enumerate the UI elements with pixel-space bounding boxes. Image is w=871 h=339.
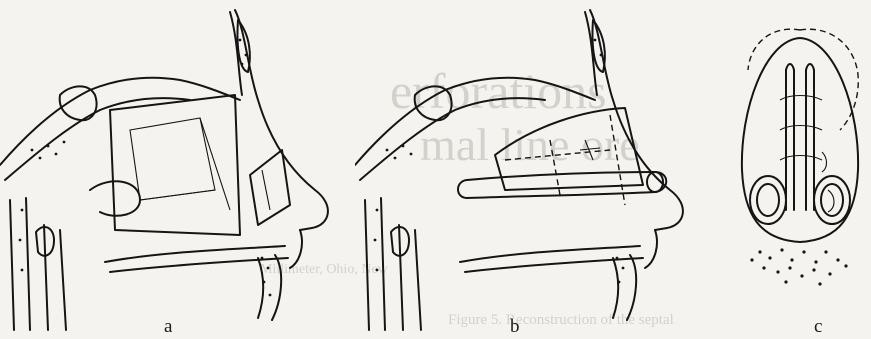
bone-stipple-b xyxy=(374,39,625,284)
panel-c: c xyxy=(730,0,871,339)
panel-a-drawing xyxy=(0,0,340,339)
panel-label-c: c xyxy=(814,316,822,338)
panel-b-drawing xyxy=(355,0,700,339)
lip-stipple-c xyxy=(750,248,847,285)
panel-b: b xyxy=(355,0,700,339)
panel-c-drawing xyxy=(730,0,871,339)
panel-label-b: b xyxy=(510,316,520,338)
panel-a: a xyxy=(0,0,340,339)
panel-label-a: a xyxy=(164,316,172,338)
